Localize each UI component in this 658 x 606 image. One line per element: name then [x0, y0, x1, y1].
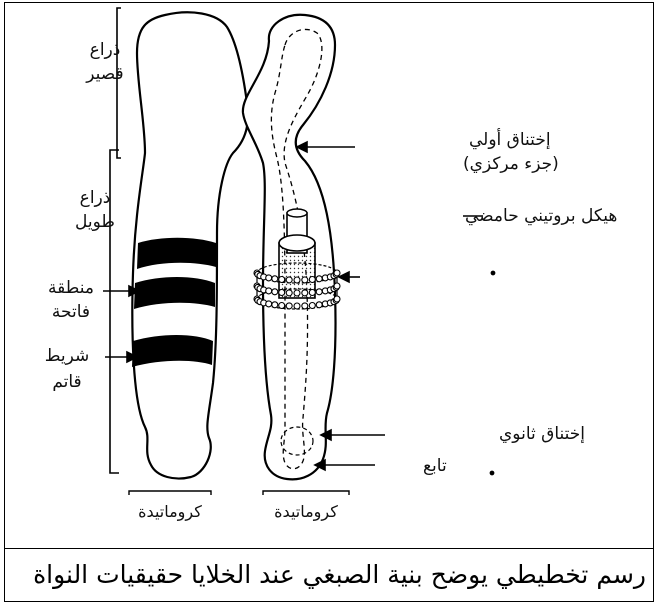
bead [279, 277, 285, 283]
bead [302, 303, 308, 309]
bead [286, 277, 292, 283]
bead [334, 270, 340, 276]
primary-constriction-label-1: إختناق أولي [469, 128, 551, 150]
dark-band-label-1: شريط [45, 346, 90, 366]
bead [266, 288, 272, 294]
bead [294, 290, 300, 296]
dark-band-label-2: قاتم [52, 372, 81, 392]
bead [309, 290, 315, 296]
light-region-label-1: منطقة [48, 278, 94, 298]
bead [286, 303, 292, 309]
stray-dot [491, 271, 494, 274]
stray-dot [490, 471, 493, 474]
bead [272, 302, 278, 308]
bead [334, 283, 340, 289]
bead [334, 296, 340, 302]
light-region-arrow [103, 286, 139, 296]
left-chromatid-label: كروماتيدة [138, 502, 202, 522]
satellite-label: تابع [423, 456, 447, 476]
bead [266, 301, 272, 307]
primary-constriction-arrow [297, 142, 355, 152]
bead [266, 275, 272, 281]
bead [272, 289, 278, 295]
bead [279, 290, 285, 296]
bead [316, 276, 322, 282]
bead [302, 290, 308, 296]
right-chromatid-label: كروماتيدة [274, 502, 338, 522]
short-arm-label-2: قصير [85, 64, 123, 84]
bead [309, 277, 315, 283]
long-arm-label-2: طويل [75, 212, 115, 232]
bead [316, 302, 322, 308]
secondary-constriction-arrow [321, 430, 385, 440]
satellite-arrow [315, 460, 375, 470]
dark-bands [132, 238, 216, 367]
short-arm-label-1: ذراع [90, 40, 121, 60]
bead [302, 277, 308, 283]
secondary-constriction-label: إختناق ثانوي [499, 424, 585, 444]
primary-constriction-label-2: (جزء مركزي) [463, 154, 559, 174]
long-arm-label-1: ذراع [80, 188, 111, 208]
bead [272, 276, 278, 282]
chromosome-diagram: ذراع قصير ذراع طويل منطقة فاتحة شريط قات… [5, 3, 653, 548]
protein-skeleton-label: هيكل بروتيني حامضي [465, 206, 617, 226]
light-region-label-2: فاتحة [52, 302, 90, 322]
bead [294, 303, 300, 309]
figure-caption: رسم تخطيطي يوضح بنية الصبغي عند الخلايا … [6, 552, 652, 598]
bead [316, 289, 322, 295]
bead [309, 303, 315, 309]
bead-ring-arrow [339, 272, 360, 282]
bead [279, 303, 285, 309]
bead [286, 290, 292, 296]
chromatid-brackets [129, 491, 349, 495]
long-arm-bracket [110, 150, 119, 473]
caption-divider [4, 548, 654, 549]
bead [294, 277, 300, 283]
